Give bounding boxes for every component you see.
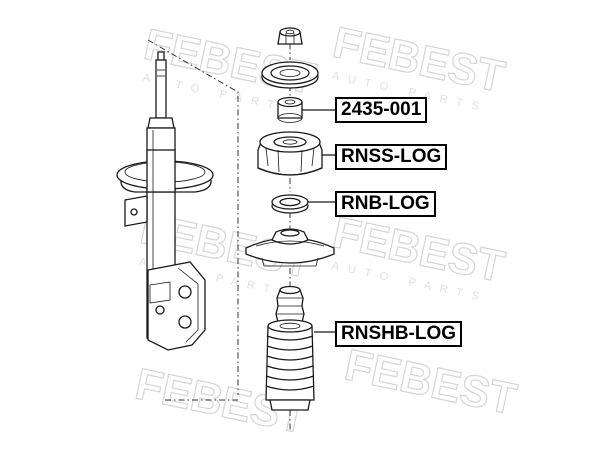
- watermark-layer: FEBEST AUTO PARTS FEBEST AUTO PARTS FEBE…: [131, 17, 522, 444]
- part-washer: [261, 61, 319, 89]
- strut-cap: [147, 117, 175, 129]
- piston-rod: [155, 59, 167, 119]
- part-bushing: [277, 96, 335, 123]
- bracket-tab: [124, 195, 148, 227]
- rod-tip: [157, 51, 165, 60]
- strut-assembly: [116, 51, 214, 351]
- part-boot-kit: [265, 285, 335, 411]
- part-bearing: [271, 194, 335, 214]
- watermark-brand: FEBEST: [341, 340, 521, 424]
- part-label-rnss-log[interactable]: RNSS-LOG: [335, 144, 448, 170]
- part-label-rnshb-log[interactable]: RNSHB-LOG: [335, 321, 463, 347]
- part-strut-mount: [257, 131, 335, 176]
- part-label-rnb-log[interactable]: RNB-LOG: [335, 191, 436, 217]
- part-label-2435-001[interactable]: 2435-001: [335, 97, 428, 123]
- part-nut: [277, 27, 303, 45]
- dust-boot-icon: [265, 325, 315, 401]
- knuckle-bracket: [147, 261, 206, 351]
- part-spring-seat: [245, 228, 335, 267]
- guide-line: [147, 39, 239, 395]
